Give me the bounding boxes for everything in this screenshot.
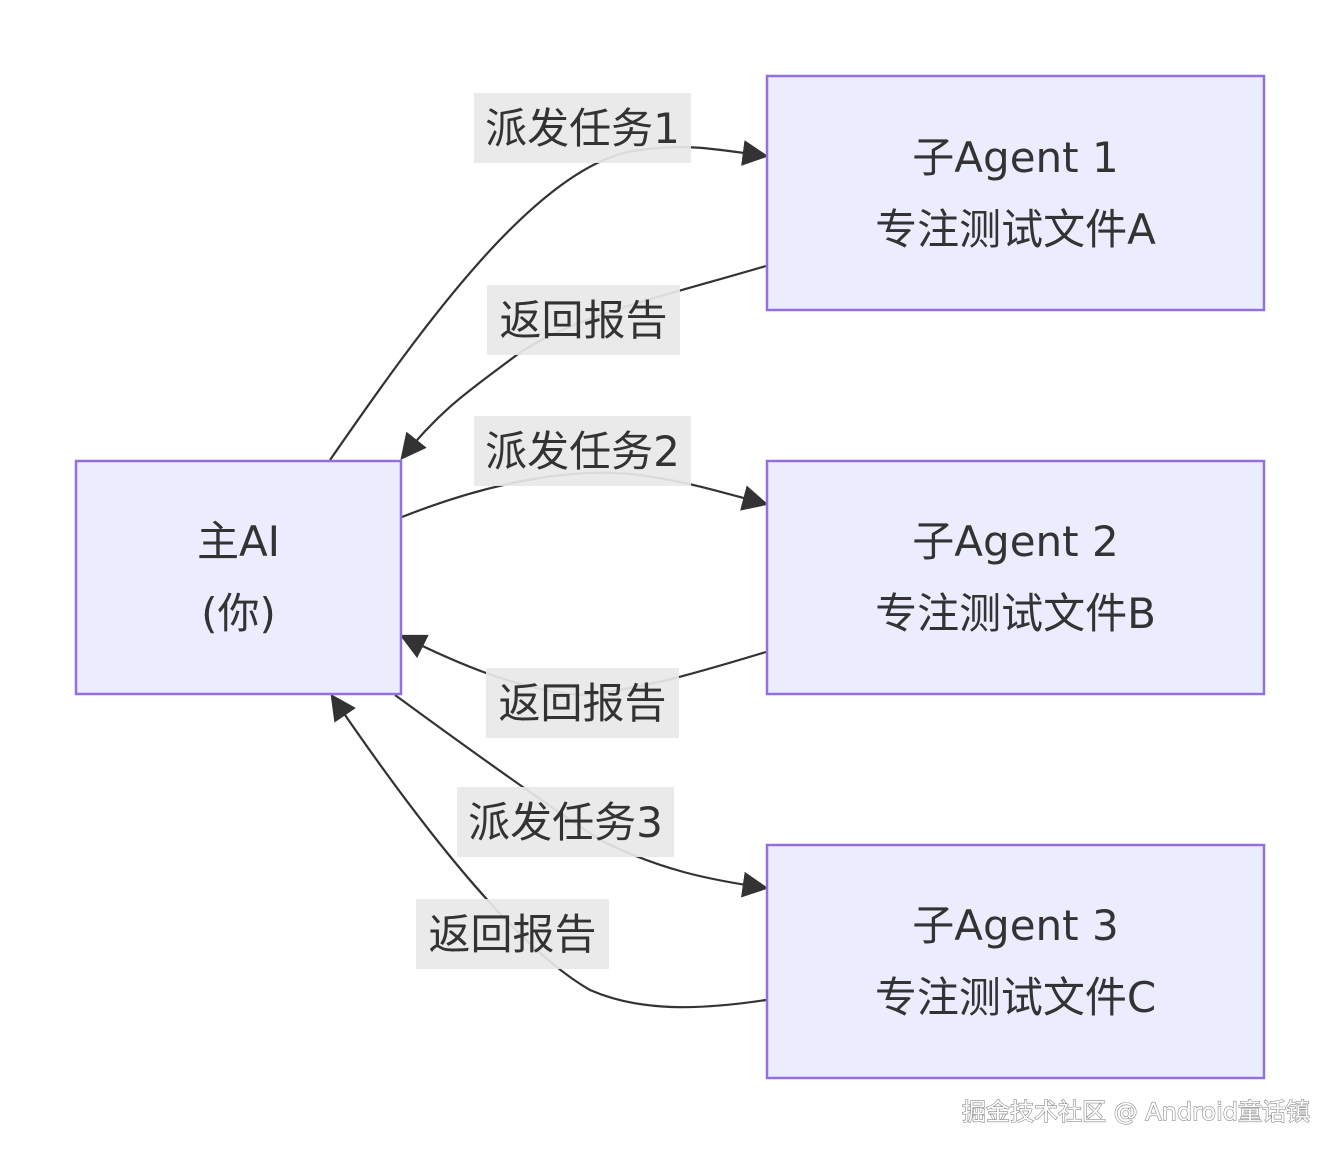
node-main-ai: 主AI (你) xyxy=(74,459,403,696)
edge-label-text: 派发任务3 xyxy=(468,798,663,847)
edge-label-return-report-2: 返回报告 xyxy=(486,668,679,738)
edge-dispatch-task-1 xyxy=(329,140,769,461)
edge-label-background xyxy=(474,416,691,486)
edge-label-text: 返回报告 xyxy=(428,910,596,959)
node-subtitle: 专注测试文件B xyxy=(875,589,1156,638)
edge-label-background xyxy=(486,668,679,738)
edge-label-return-report-3: 返回报告 xyxy=(416,899,609,969)
edge-label-text: 返回报告 xyxy=(499,296,667,345)
edge-label-background xyxy=(474,93,691,163)
node-box xyxy=(765,459,1266,696)
edge-labels: 派发任务1 返回报告 派发任务2 返回报告 派发任务3 返回报告 xyxy=(416,93,691,969)
node-title: 子Agent 2 xyxy=(912,517,1118,566)
node-subtitle: 专注测试文件A xyxy=(875,205,1156,254)
node-title: 子Agent 1 xyxy=(912,133,1118,182)
node-sub-agent-2: 子Agent 2 专注测试文件B xyxy=(765,459,1266,696)
node-box xyxy=(765,74,1266,312)
node-box xyxy=(74,459,403,696)
node-title: 子Agent 3 xyxy=(912,901,1118,950)
edge-label-background xyxy=(487,285,680,355)
edge-label-dispatch-task-1: 派发任务1 xyxy=(474,93,691,163)
edge-label-text: 派发任务1 xyxy=(485,104,680,153)
edge-label-dispatch-task-2: 派发任务2 xyxy=(474,416,691,486)
node-sub-agent-3: 子Agent 3 专注测试文件C xyxy=(765,843,1266,1080)
node-title: 主AI xyxy=(197,517,280,566)
nodes: 主AI (你) 子Agent 1 专注测试文件A 子Agent 2 专注测试文件… xyxy=(74,74,1266,1080)
edge-label-text: 派发任务2 xyxy=(485,427,680,476)
edge-label-background xyxy=(457,787,674,857)
edge-label-text: 返回报告 xyxy=(498,679,666,728)
edge-label-background xyxy=(416,899,609,969)
edge-label-dispatch-task-3: 派发任务3 xyxy=(457,787,674,857)
node-sub-agent-1: 子Agent 1 专注测试文件A xyxy=(765,74,1266,312)
node-box xyxy=(765,843,1266,1080)
node-subtitle: (你) xyxy=(201,589,276,638)
edge-label-return-report-1: 返回报告 xyxy=(487,285,680,355)
edge-return-report-3 xyxy=(330,693,767,1009)
watermark-text: 掘金技术社区 @ Android童话镇 xyxy=(962,1098,1310,1126)
node-subtitle: 专注测试文件C xyxy=(875,973,1156,1022)
